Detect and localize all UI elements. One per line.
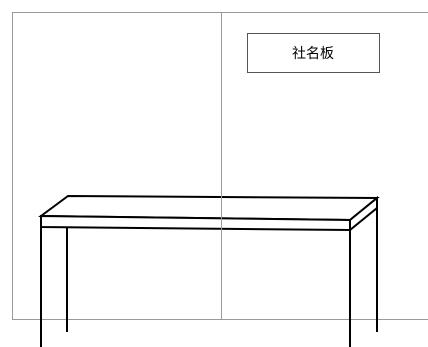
name-plate: 社名板 [247,33,380,73]
name-plate-frame [247,33,380,73]
name-plate-label: 社名板 [292,46,334,62]
room-outline [12,12,428,320]
desk [38,194,380,347]
